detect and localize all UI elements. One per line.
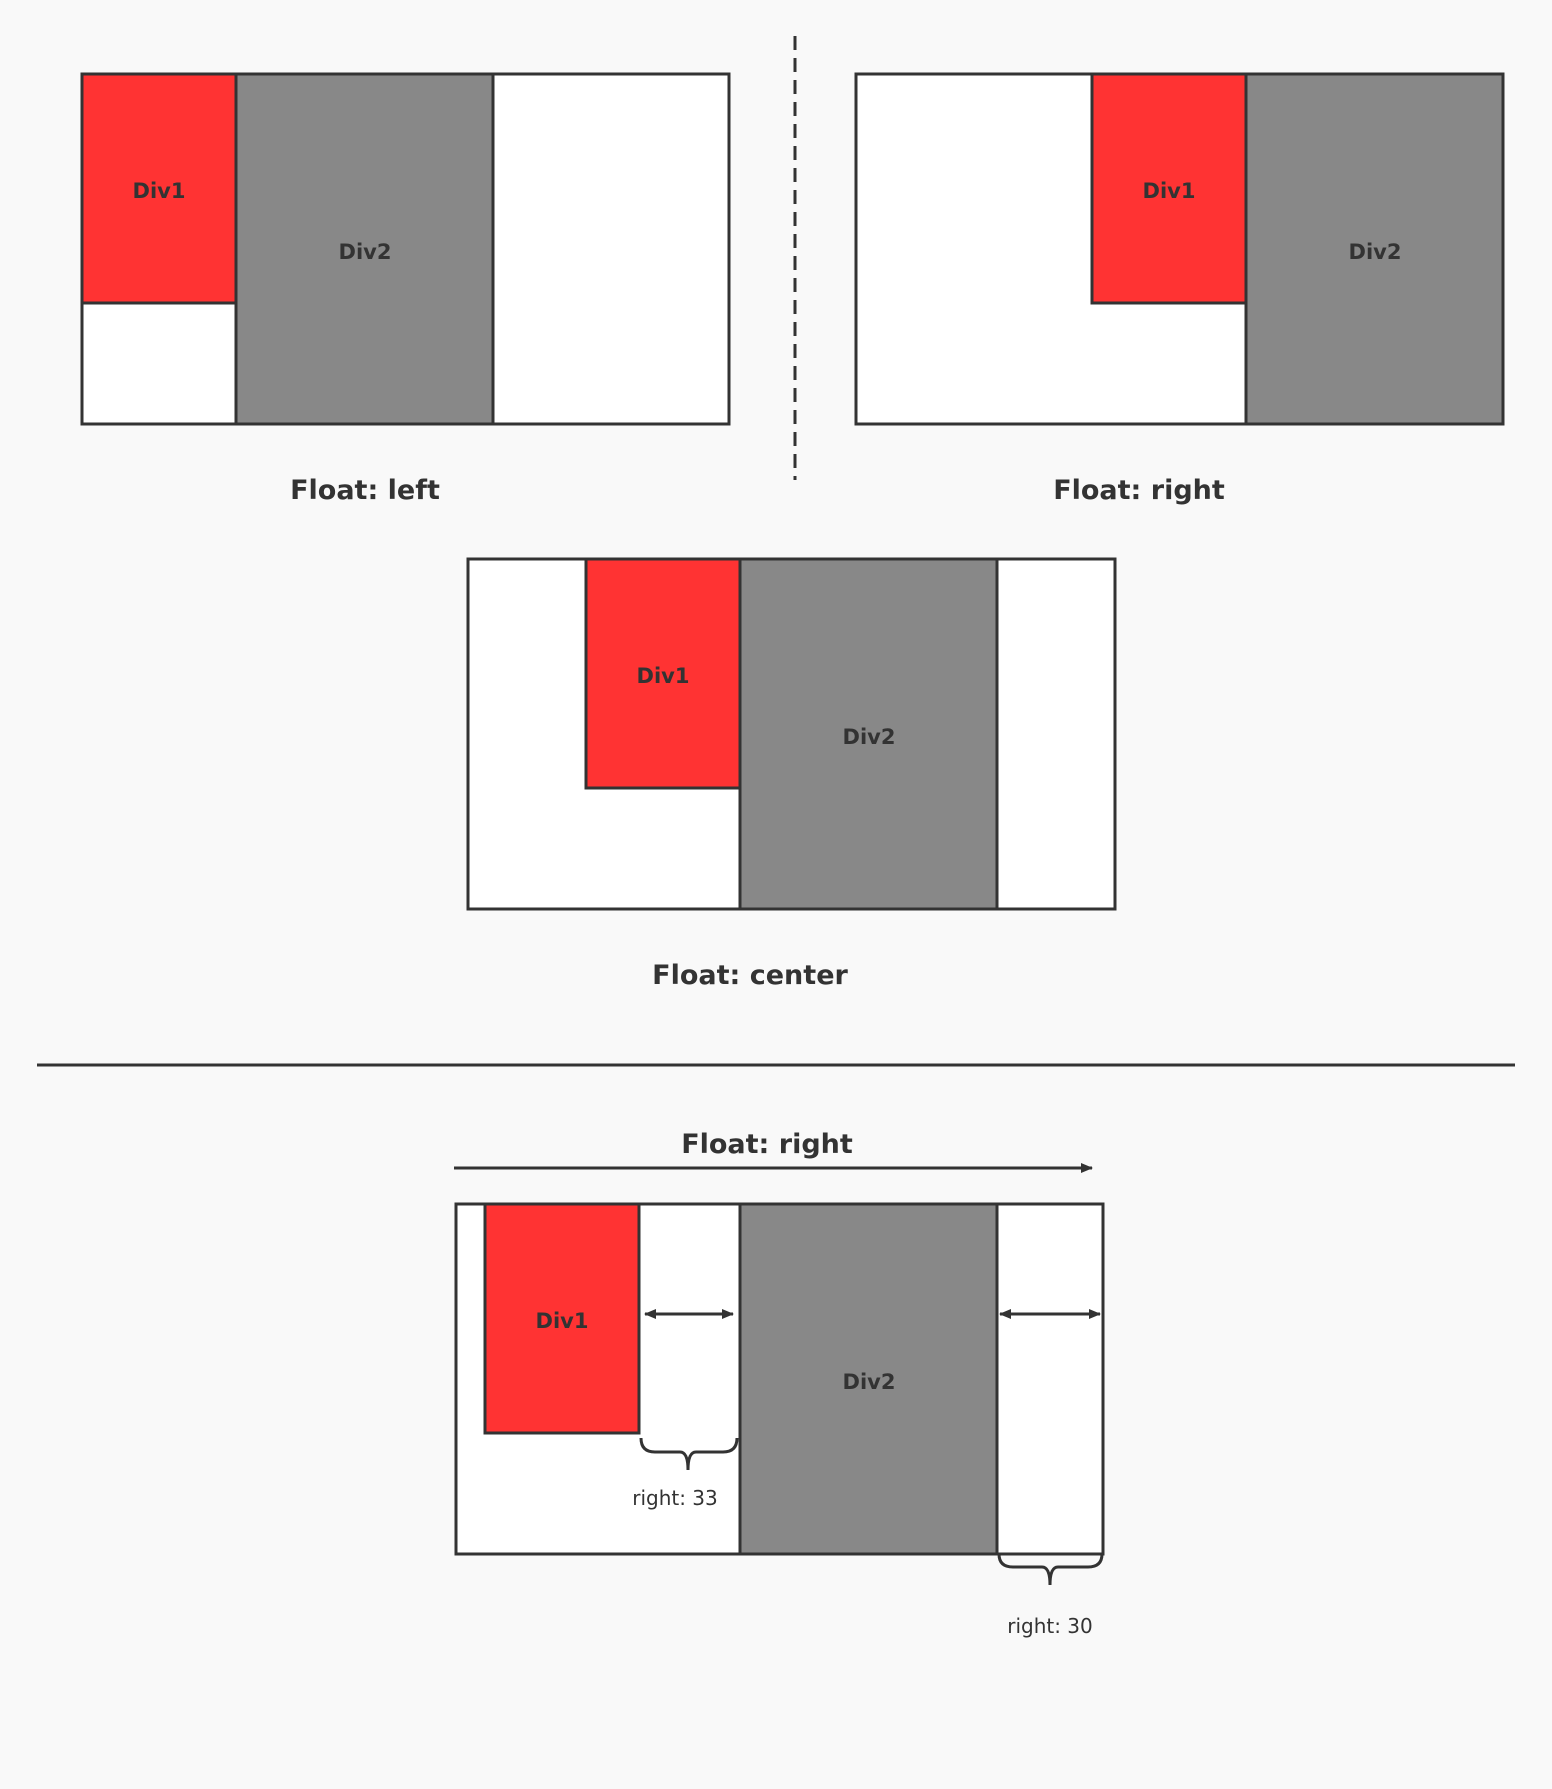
div2-label: Div2 xyxy=(843,725,896,749)
caption-float-right: Float: right xyxy=(1053,475,1225,506)
div1-box xyxy=(1090,72,1248,305)
annotation-div1-right: right: 33 xyxy=(632,1486,718,1510)
panel-float-center: Div1 Div2 Float: center xyxy=(466,557,1117,991)
div1-box xyxy=(584,557,742,790)
panel-float-left: Div1 Div2 Float: left xyxy=(80,72,731,506)
div1-label: Div1 xyxy=(637,664,690,688)
div2-label: Div2 xyxy=(339,240,392,264)
div2-box xyxy=(738,1202,999,1556)
div2-box xyxy=(234,72,495,426)
div1-label: Div1 xyxy=(536,1309,589,1333)
div2-label: Div2 xyxy=(843,1370,896,1394)
div1-label: Div1 xyxy=(1143,179,1196,203)
brace-div1-right xyxy=(639,1437,739,1471)
brace-div2-right xyxy=(997,1553,1104,1586)
caption-float-right-bottom: Float: right xyxy=(681,1129,853,1160)
caption-float-center: Float: center xyxy=(652,960,848,991)
div2-box xyxy=(1244,72,1505,426)
div2-label: Div2 xyxy=(1349,240,1402,264)
div1-box xyxy=(80,72,238,305)
panel-float-right: Div1 Div2 Float: right xyxy=(854,72,1505,506)
div1-label: Div1 xyxy=(133,179,186,203)
caption-float-left: Float: left xyxy=(290,475,440,506)
div2-box xyxy=(738,557,999,911)
annotation-div2-right: right: 30 xyxy=(1007,1614,1093,1638)
panel-float-right-offsets: Float: right Div1 Div2 right: 33 right: … xyxy=(454,1129,1105,1638)
div1-box xyxy=(483,1202,641,1435)
